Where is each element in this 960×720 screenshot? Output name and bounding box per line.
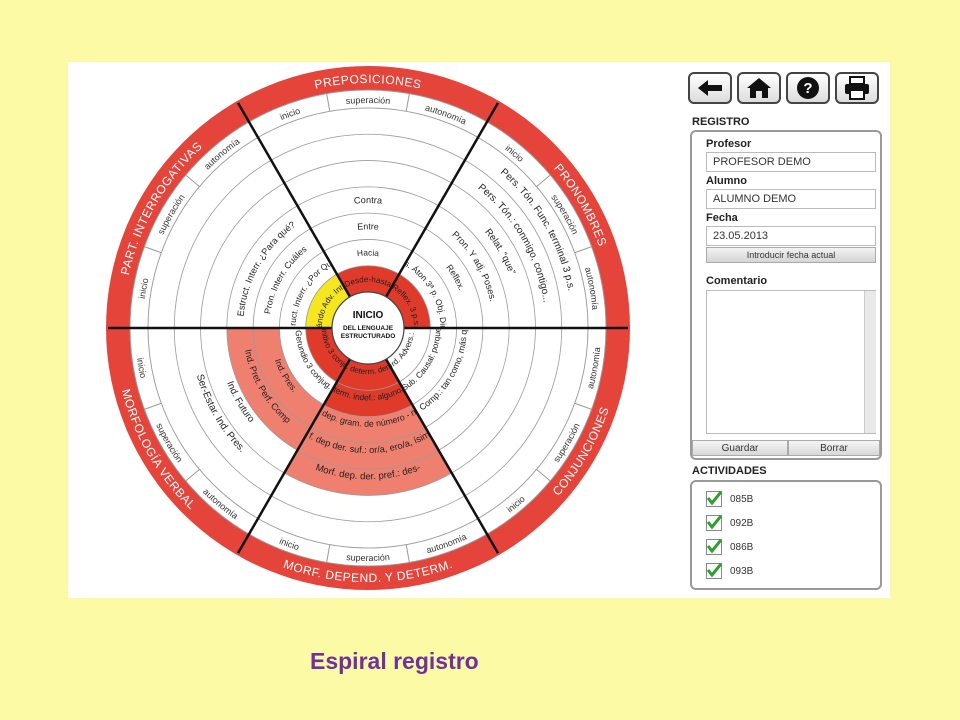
level-separator <box>536 174 551 187</box>
activity-item[interactable]: 086B <box>706 538 753 556</box>
arrow-left-icon <box>698 80 722 96</box>
check-icon <box>706 515 722 530</box>
alumno-label: Alumno <box>706 175 747 187</box>
side-panel: ? REGISTRO Profesor Alumno Fecha Introdu… <box>688 62 890 598</box>
registro-title: REGISTRO <box>692 116 750 128</box>
progress-cell[interactable] <box>305 328 350 382</box>
level-separator <box>405 544 410 563</box>
progress-cell[interactable] <box>305 274 350 328</box>
level-label: superación <box>345 95 390 106</box>
activity-label: 093B <box>730 565 754 577</box>
wheel-item-label: Hacia <box>356 248 380 259</box>
profesor-field[interactable] <box>706 152 876 172</box>
check-icon <box>706 563 722 578</box>
progress-cell[interactable] <box>323 381 413 417</box>
level-separator <box>144 402 162 410</box>
level-separator <box>405 93 410 112</box>
progress-cell[interactable] <box>336 265 400 297</box>
caption: Espiral registro <box>310 648 479 674</box>
level-separator <box>574 402 592 410</box>
level-label: superación <box>346 552 390 563</box>
guardar-button[interactable]: Guardar <box>692 440 788 456</box>
activity-item[interactable]: 092B <box>706 514 753 532</box>
activity-checkbox[interactable] <box>706 515 722 531</box>
center-button[interactable] <box>331 291 405 365</box>
help-icon: ? <box>797 77 819 99</box>
center-title: INICIO <box>353 310 384 321</box>
comentario-scrollbar[interactable] <box>864 291 876 433</box>
level-separator <box>185 174 200 187</box>
alumno-field[interactable] <box>706 189 876 209</box>
progress-cell[interactable] <box>226 328 311 451</box>
activity-item[interactable]: 093B <box>706 562 753 580</box>
check-icon <box>706 539 722 554</box>
printer-icon <box>845 76 869 100</box>
fecha-label: Fecha <box>706 212 738 224</box>
sector-divider <box>236 102 352 298</box>
activity-label: 092B <box>730 517 754 529</box>
level-label: inicio <box>137 277 150 299</box>
home-button[interactable] <box>737 72 781 104</box>
activity-label: 085B <box>730 493 754 505</box>
level-separator <box>536 469 551 482</box>
activity-checkbox[interactable] <box>706 539 722 555</box>
fecha-actual-button[interactable]: Introducir fecha actual <box>706 247 876 263</box>
wheel-item-label: Contra <box>354 195 384 206</box>
comentario-textarea[interactable] <box>706 290 876 434</box>
activity-checkbox[interactable] <box>706 563 722 579</box>
activity-checkbox[interactable] <box>706 491 722 507</box>
toolbar: ? <box>688 72 888 108</box>
help-button[interactable]: ? <box>786 72 830 104</box>
profesor-label: Profesor <box>706 138 752 150</box>
progress-cell[interactable] <box>253 328 324 428</box>
wheel-item-label: Entre <box>357 221 379 232</box>
progress-cell[interactable] <box>297 427 439 470</box>
fecha-field[interactable] <box>706 226 876 246</box>
activity-label: 086B <box>730 541 754 553</box>
level-separator <box>326 93 331 112</box>
print-button[interactable] <box>835 72 879 104</box>
sector-divider <box>236 358 352 554</box>
progress-cell[interactable] <box>336 359 400 391</box>
level-separator <box>185 469 200 482</box>
comentario-label: Comentario <box>706 275 768 287</box>
progress-cell[interactable] <box>310 404 426 443</box>
progress-cell[interactable] <box>284 450 452 496</box>
level-label: inicio <box>135 357 148 379</box>
actividades-title: ACTIVIDADES <box>692 465 767 477</box>
level-separator <box>574 246 592 254</box>
sector-divider <box>384 358 500 554</box>
progress-cell[interactable] <box>386 274 431 328</box>
actividades-box: 085B 092B 086B 093B <box>690 480 882 590</box>
svg-text:?: ? <box>803 80 812 97</box>
center-subtitle: DEL LENGUAJE <box>343 325 394 332</box>
borrar-button[interactable]: Borrar <box>788 440 880 456</box>
home-icon <box>747 78 771 98</box>
sector-divider <box>384 102 500 298</box>
back-button[interactable] <box>688 72 732 104</box>
activity-item[interactable]: 085B <box>706 490 753 508</box>
check-icon <box>706 491 722 506</box>
center-subtitle: ESTRUCTURADO <box>341 333 396 340</box>
level-separator <box>326 544 331 563</box>
registro-box: Profesor Alumno Fecha Introducir fecha a… <box>690 130 882 460</box>
level-separator <box>144 246 162 254</box>
